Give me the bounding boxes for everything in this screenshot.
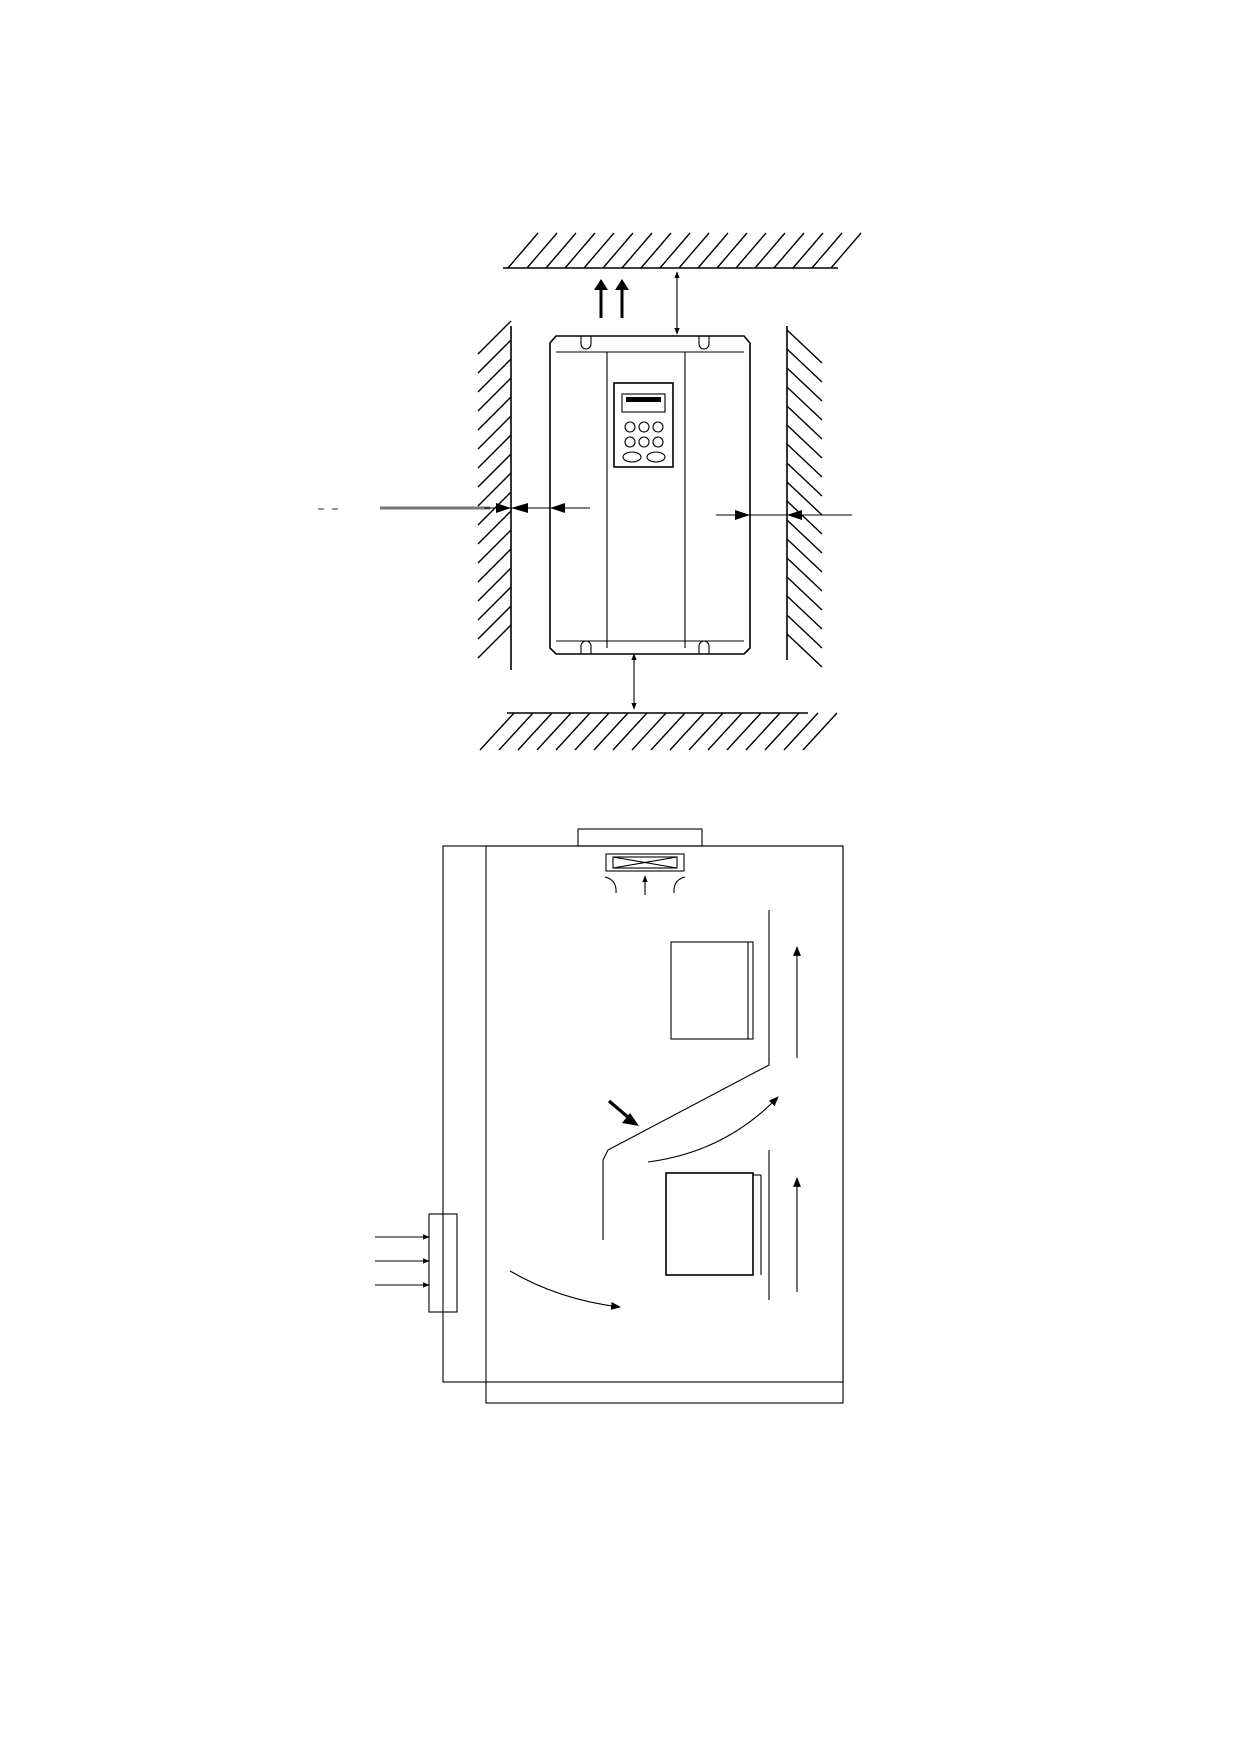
hatch-line [477,339,512,374]
left-wall [477,320,512,670]
hatch-line [477,510,512,545]
hatch-line [786,614,823,649]
hatch-line [783,712,819,751]
hatch-line [477,358,512,393]
hatch-line [498,712,534,751]
bottom-wall [479,712,838,751]
hatch-line [735,232,767,269]
hatch-line [612,712,648,751]
hatch-line [564,232,596,269]
air-guide-baffle [602,1058,770,1240]
hatch-line [786,348,823,383]
hatch-line [811,232,843,269]
left-clearance-dimension [318,503,590,513]
hatch-line [477,624,512,659]
inlet-air-arrows [375,1234,430,1288]
right-wall [786,326,823,668]
hatch-line [526,232,558,269]
baffle-airflow-arrow [647,1096,779,1163]
hatch-line [754,232,786,269]
hatch-line [477,605,512,640]
hatch-line [545,232,577,269]
upper-inverter-block [670,910,770,1060]
hatch-line [650,712,686,751]
hatch-line [477,548,512,583]
hatch-line [786,576,823,611]
hatch-line [786,557,823,592]
hatch-line [477,586,512,621]
hatch-line [477,472,512,507]
top-wall [503,232,862,269]
hatch-line [621,232,653,269]
hatch-line [786,519,823,554]
hatch-line [802,712,838,751]
hatch-line [555,712,591,751]
hatch-line [697,232,729,269]
mounting-hole-top-left [580,336,592,350]
hatch-line [517,712,553,751]
hatch-line [477,453,512,488]
baffle-pointer-arrow [607,1099,639,1126]
inverter-unit [549,335,751,655]
hatch-line [792,232,824,269]
right-clearance-dimension [716,510,852,520]
cabinet-enclosure [442,845,844,1404]
hatch-line [477,377,512,412]
hatch-line [477,567,512,602]
hatch-line [678,232,710,269]
hatch-line [786,538,823,573]
clearance-figure [318,232,862,751]
hatch-line [707,712,743,751]
hatch-line [786,443,823,478]
hatch-line [786,367,823,402]
hatch-line [536,712,572,751]
hatch-line [786,386,823,421]
hatch-line [593,712,629,751]
hatch-line [574,712,610,751]
hatch-line [786,481,823,516]
inlet-airflow-curve [509,1270,621,1310]
keypad-panel [613,382,674,468]
hatch-line [786,424,823,459]
hatch-line [764,712,800,751]
lower-inverter-block [665,1150,770,1300]
hatch-line [659,232,691,269]
hatch-line [477,396,512,431]
hatch-line [688,712,724,751]
hatch-line [669,712,705,751]
hatch-line [477,415,512,450]
exhaust-fan-unit [577,828,703,872]
mounting-hole-top-right [698,336,710,350]
hatch-line [631,712,667,751]
hatch-line [477,434,512,469]
hatch-line [786,633,823,668]
hatch-line [726,712,762,751]
airflow-figure [375,828,844,1404]
hatch-line [830,232,862,269]
hatch-line [786,462,823,497]
mounting-hole-bottom-left [580,640,592,654]
hatch-line [583,232,615,269]
fan-intake-arrows [604,875,686,895]
hatch-line [477,320,512,355]
hatch-line [716,232,748,269]
exhaust-air-arrows [594,279,629,318]
hatch-line [773,232,805,269]
hatch-line [507,232,539,269]
hatch-line [786,405,823,440]
keypad-display [621,393,666,413]
hatch-line [745,712,781,751]
hatch-line [786,595,823,630]
hatch-line [477,529,512,564]
hatch-line [479,712,515,751]
mounting-hole-bottom-right [698,640,710,654]
hatch-line [786,329,823,364]
hatch-line [640,232,672,269]
hatch-line [602,232,634,269]
hatch-line [786,500,823,535]
